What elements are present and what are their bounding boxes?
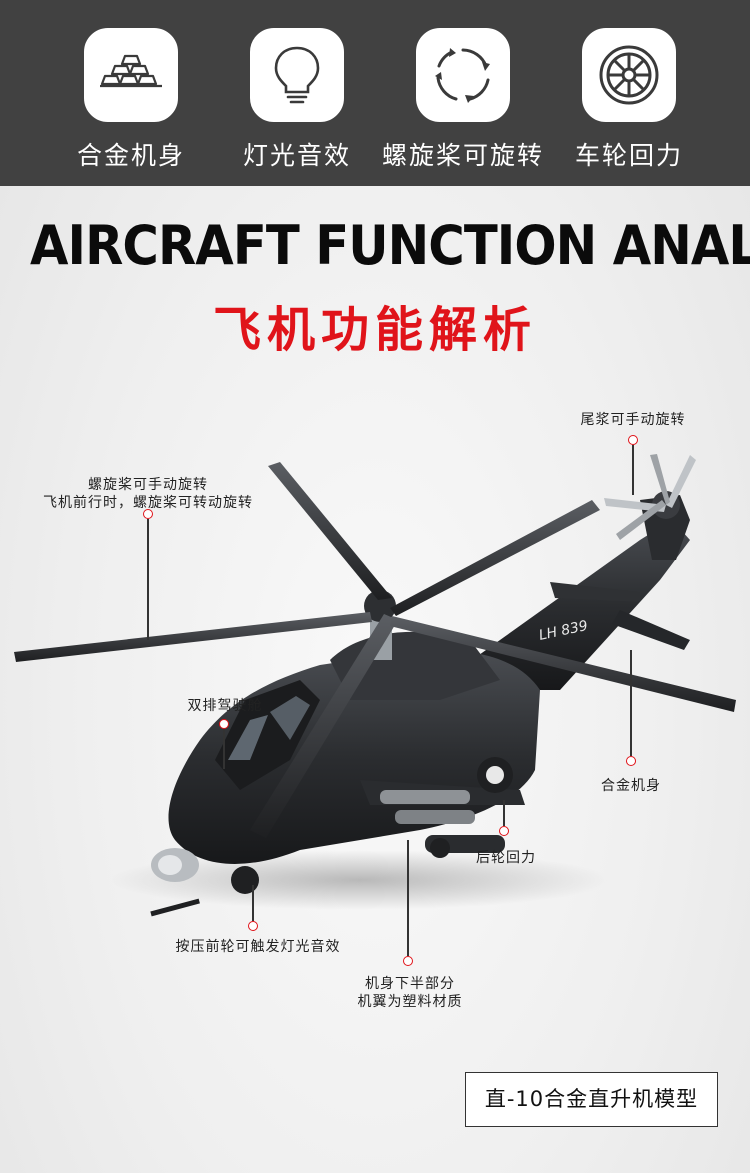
callout-line: 机身下半部分 [365,976,455,992]
feature-icon-tile [582,28,676,122]
callout-main-rotor: 螺旋桨可手动旋转 飞机前行时，螺旋桨可转动旋转 [14,476,282,512]
callout-leader-line [252,885,254,921]
callout-body: 合金机身 [601,778,661,794]
rotate-arrows-icon [435,48,490,103]
callout-lower-body: 机身下半部分 机翼为塑料材质 [340,975,480,1011]
heading-english: AIRCRAFT FUNCTION ANALYSIS [30,214,750,277]
feature-label: 车轮回力 [574,141,683,170]
feature-label: 螺旋桨可旋转 [381,141,544,170]
callout-leader-line [223,729,225,769]
feature-alloy-body: 合金机身 [46,24,216,174]
callout-line: 机翼为塑料材质 [357,994,463,1010]
feature-icon-tile [84,28,178,122]
callout-leader-line [632,445,634,495]
callout-leader-line [503,800,505,826]
callout-marker [499,826,509,836]
helicopter-image: LH 839 [14,454,736,917]
callout-marker [219,719,229,729]
product-name-box: 直-10合金直升机模型 [465,1072,718,1127]
callout-leader-line [407,840,409,956]
feature-icon-tile [250,28,344,122]
callout-line: 飞机前行时，螺旋桨可转动旋转 [43,495,253,511]
callout-marker [626,756,636,766]
callout-marker [628,435,638,445]
callout-marker [403,956,413,966]
callout-rear-wheel: 后轮回力 [476,850,536,866]
callout-cockpit: 双排驾驶舱 [187,698,263,714]
feature-icon-tile [416,28,510,122]
feature-pullback-wheels: 车轮回力 [544,24,714,174]
feature-rotor-rotates: 螺旋桨可旋转 [378,24,548,174]
light-bulb-icon [274,46,320,104]
feature-bar: 合金机身 灯光音效 [0,0,750,186]
callout-tail-rotor: 尾浆可手动旋转 [580,412,686,428]
callout-marker [143,509,153,519]
callout-leader-line [147,519,149,640]
heading-chinese: 飞机功能解析 [212,302,537,358]
feature-light-sound: 灯光音效 [212,24,382,174]
wheel-icon [599,45,659,105]
feature-label: 合金机身 [76,141,185,170]
callout-line: 螺旋桨可手动旋转 [88,477,208,493]
gold-bars-icon [100,54,162,88]
callout-front-wheel: 按压前轮可触发灯光音效 [175,939,341,955]
feature-label: 灯光音效 [242,141,351,170]
callout-leader-line [630,650,632,756]
callout-marker [248,921,258,931]
